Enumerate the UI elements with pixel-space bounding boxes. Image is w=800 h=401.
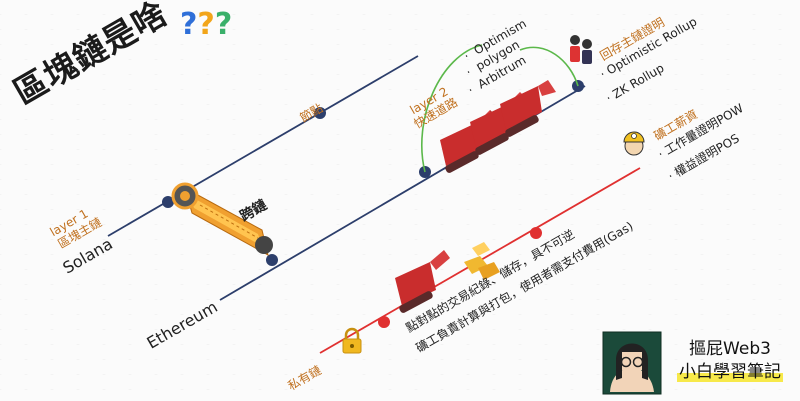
- brand-line1: 摳屁Web3: [689, 339, 771, 359]
- excavator-icon: [395, 250, 450, 313]
- brand-line2: 小白學習筆記: [677, 361, 783, 382]
- node: [266, 254, 278, 266]
- rollup-arc: [519, 46, 579, 87]
- excavator-icon: [500, 80, 556, 137]
- workers-icon: [570, 35, 592, 64]
- private-node: [530, 227, 542, 239]
- private-node: [378, 316, 390, 328]
- tunnel-bore-icon: [171, 182, 273, 256]
- solana-chain-line: [107, 55, 419, 237]
- question-marks: ???: [180, 7, 233, 42]
- brand-block: 摳屁Web3 小白學習筆記: [668, 338, 792, 384]
- lock-icon: [342, 327, 362, 354]
- avatar: [602, 331, 662, 395]
- node: [314, 107, 326, 119]
- layer2-arc: [421, 44, 483, 173]
- gold-nugget-icon: [464, 242, 500, 280]
- miner-helmet-icon: [623, 131, 645, 156]
- node: [162, 196, 174, 208]
